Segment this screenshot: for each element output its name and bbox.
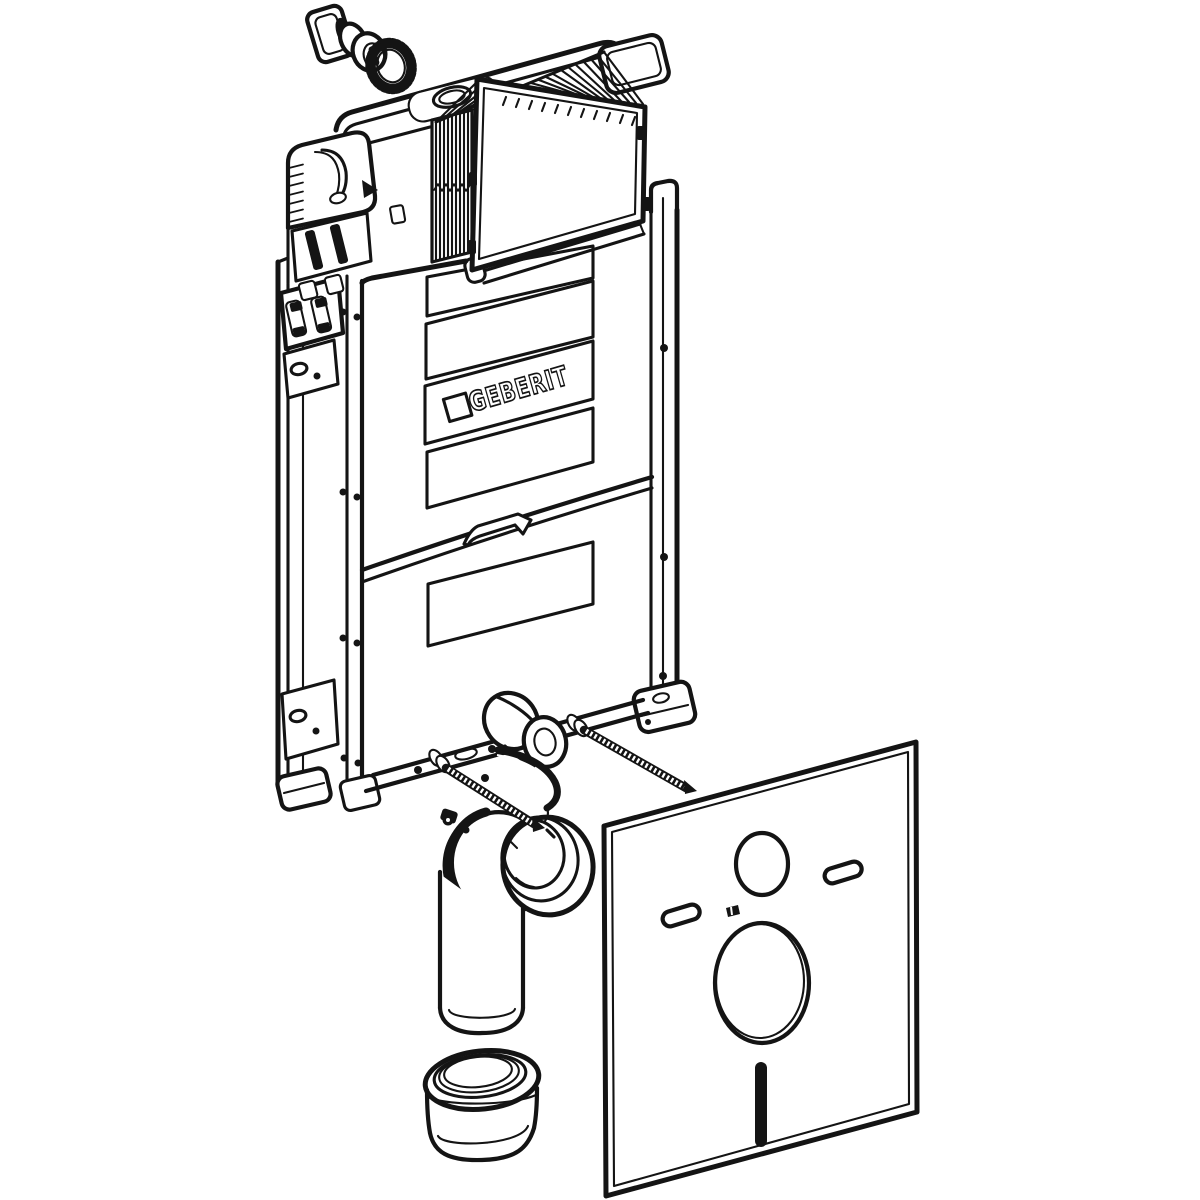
water-supply-connector [481, 690, 569, 769]
left-rail-bottom-plate [280, 678, 340, 761]
mat-bottom-slot [755, 1062, 767, 1147]
frame-left-rail [275, 256, 382, 813]
frame-front-panel: GEBERIT [359, 244, 655, 648]
cistern-front-face [359, 125, 469, 286]
recess-panel-2 [424, 279, 595, 381]
mat-left-slot [660, 902, 702, 929]
bellows-front-pleats [430, 108, 474, 264]
frame-right-foot [631, 679, 698, 735]
filler-valve-housing [285, 130, 378, 285]
retaining-strap [494, 746, 561, 823]
wall-anchor-rod-right [566, 713, 697, 794]
recess-panel-3 [425, 406, 595, 510]
level-triangle-marker [362, 180, 378, 198]
access-cover-plate [468, 76, 648, 273]
serrated-washer-ring [365, 37, 417, 95]
mat-large-hole [712, 920, 812, 1046]
seam-clip [462, 512, 533, 547]
plate-fold-ticks [501, 95, 637, 127]
mat-small-hole [733, 830, 791, 898]
reducer-socket [422, 1048, 542, 1163]
drain-bend-socket [500, 814, 596, 918]
service-seam [359, 474, 655, 584]
mat-right-slot [822, 859, 864, 886]
drain-bend-assembly [437, 807, 596, 1036]
wall-anchor-rod-left [428, 748, 556, 839]
drain-pipe [437, 869, 526, 1036]
left-rail-buckle-plate [278, 275, 346, 352]
housing-hatch-lines [288, 163, 304, 223]
recess-panel-4 [426, 540, 595, 648]
logo-square [441, 391, 474, 424]
cistern-connector-block [290, 211, 373, 302]
mat-square-notch [726, 905, 740, 917]
frame-right-rail [631, 178, 698, 735]
sound-insulation-mat [601, 739, 920, 1199]
logo-panel: GEBERIT [423, 339, 595, 446]
left-rail-hole-plate [282, 338, 340, 400]
